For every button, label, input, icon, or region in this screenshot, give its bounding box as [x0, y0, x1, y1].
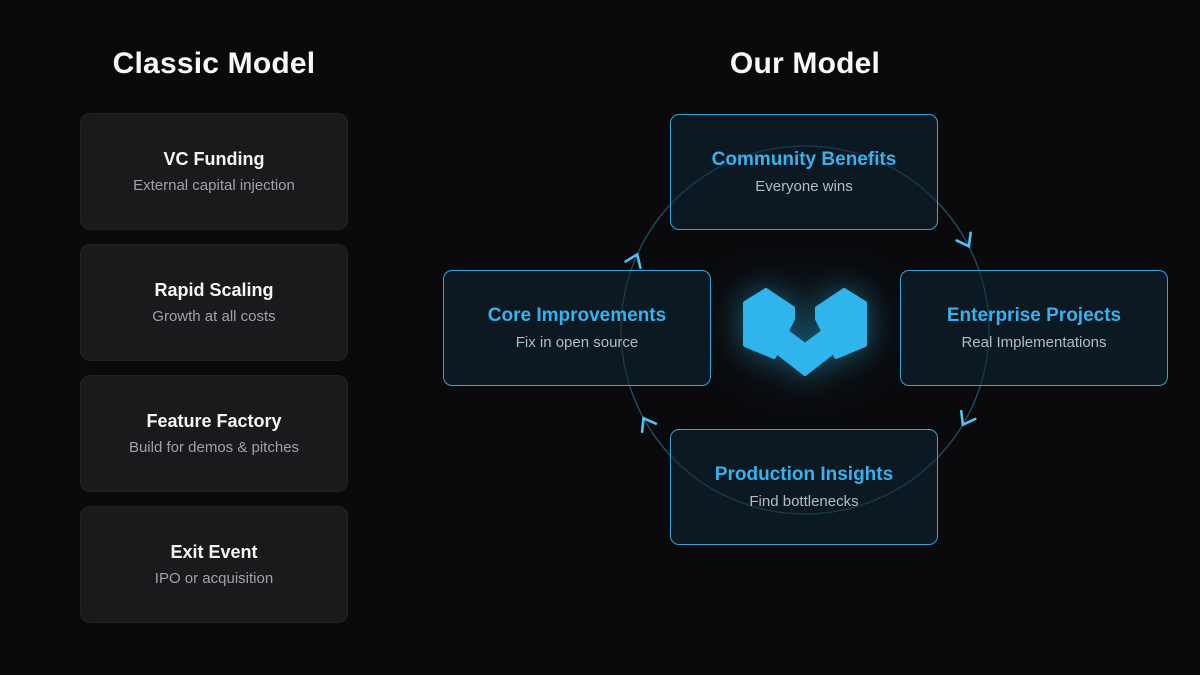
card-subtitle: External capital injection	[133, 177, 295, 194]
card-title: Rapid Scaling	[154, 280, 274, 300]
our-model-card-core-improvements: Core Improvements Fix in open source	[443, 270, 711, 386]
our-model-card-enterprise-projects: Enterprise Projects Real Implementations	[900, 270, 1168, 386]
card-subtitle: IPO or acquisition	[154, 570, 274, 587]
card-subtitle: Everyone wins	[755, 178, 853, 195]
cube-m-logo-icon	[743, 288, 867, 376]
classic-card-feature-factory: Feature Factory Build for demos & pitche…	[80, 375, 348, 492]
card-subtitle: Fix in open source	[515, 334, 639, 351]
classic-model-title: Classic Model	[112, 47, 316, 80]
classic-model-column: VC Funding External capital injection Ra…	[80, 113, 348, 637]
card-title: VC Funding	[163, 149, 265, 169]
card-title: Exit Event	[170, 542, 258, 562]
our-model-card-production-insights: Production Insights Find bottlenecks	[670, 429, 938, 545]
card-title: Feature Factory	[146, 411, 282, 431]
card-title: Enterprise Projects	[946, 305, 1122, 326]
cycle-arrow-top-right-icon	[955, 231, 972, 249]
card-title: Core Improvements	[487, 305, 667, 326]
classic-card-exit-event: Exit Event IPO or acquisition	[80, 506, 348, 623]
classic-card-rapid-scaling: Rapid Scaling Growth at all costs	[80, 244, 348, 361]
cycle-arrow-bottom-right-icon	[959, 409, 977, 427]
cycle-arrow-bottom-left-icon	[640, 416, 658, 434]
card-title: Community Benefits	[711, 149, 897, 170]
our-model-card-community-benefits: Community Benefits Everyone wins	[670, 114, 938, 230]
card-title: Production Insights	[714, 464, 894, 485]
card-subtitle: Find bottlenecks	[749, 493, 859, 510]
card-subtitle: Build for demos & pitches	[128, 439, 300, 456]
our-model-title: Our Model	[729, 47, 881, 80]
classic-card-vc-funding: VC Funding External capital injection	[80, 113, 348, 230]
card-subtitle: Growth at all costs	[152, 308, 276, 325]
cycle-arrow-top-left-icon	[624, 252, 642, 269]
card-subtitle: Real Implementations	[961, 334, 1107, 351]
